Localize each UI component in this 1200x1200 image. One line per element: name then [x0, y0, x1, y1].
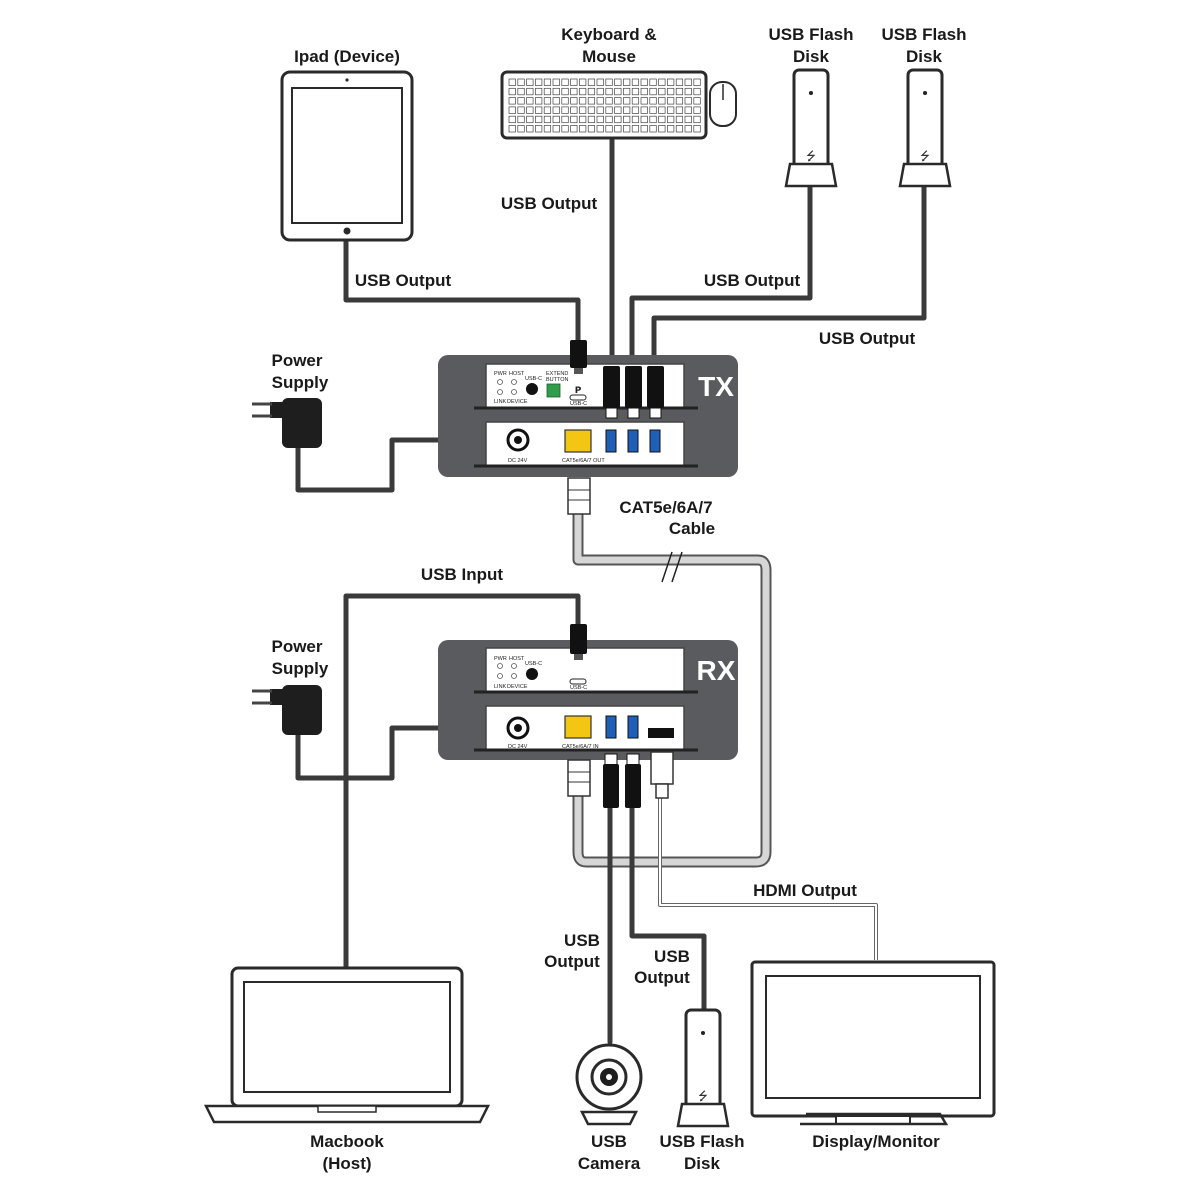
rx-host-button[interactable]: [526, 668, 538, 680]
macbook-label-line1: Macbook: [310, 1132, 384, 1151]
keyboard-mouse-device: [500, 70, 737, 140]
tx-rj45-port[interactable]: [564, 429, 592, 453]
tx-power-label-line2: Supply: [272, 373, 329, 392]
tx-host-label: HOST: [509, 371, 525, 377]
rx-device-label: DEVICE: [507, 684, 528, 690]
tx-usb-plug-2: [625, 366, 642, 408]
tx-usb-plug-1: [603, 366, 620, 408]
camera-label-line2: Camera: [578, 1154, 641, 1173]
flash3-usb-label-line1: USB: [654, 947, 690, 966]
flash1-label-line1: USB Flash: [768, 25, 853, 44]
tx-led-group: [497, 379, 517, 395]
rx-host-label: HOST: [509, 656, 525, 662]
ipad-label: Ipad (Device): [294, 47, 400, 66]
rx-usb-port-2[interactable]: [627, 715, 639, 739]
tx-link-label: LINK: [494, 399, 507, 405]
rx-power-label-line1: Power: [271, 637, 322, 656]
tx-usb-port-1[interactable]: [605, 429, 617, 453]
rx-usbc-port[interactable]: [569, 678, 587, 685]
svg-text:⭍: ⭍: [920, 149, 930, 163]
flash2-usb-cable: [651, 183, 927, 363]
usb-flash-disk-2: ⭍: [898, 68, 952, 188]
flash2-label-line2: Disk: [906, 47, 942, 66]
tx-usbc-plug: [570, 340, 587, 368]
camera-usb-label-line1: USB: [564, 931, 600, 950]
svg-text:P: P: [575, 386, 582, 396]
svg-text:⭍: ⭍: [698, 1089, 708, 1103]
tx-extend-label: EXTEND: [546, 371, 568, 377]
rx-link-label: LINK: [494, 684, 507, 690]
tx-power-cable: [295, 437, 503, 493]
macbook-label-line2: (Host): [322, 1154, 371, 1173]
tx-power-adapter: [252, 398, 322, 448]
rx-usb-plugs: [603, 753, 641, 808]
rx-usbc-plug: [570, 624, 587, 654]
flash2-usb-label: USB Output: [819, 329, 916, 348]
tx-dc-label: DC 24V: [508, 458, 528, 464]
tx-usbc-port[interactable]: [569, 394, 587, 401]
macbook-device: [203, 966, 491, 1124]
rx-hdmi-plug: [650, 751, 674, 799]
ipad-usb-cable: [343, 229, 581, 343]
rx-usb-port-1[interactable]: [605, 715, 617, 739]
tx-pwr-label: PWR: [494, 371, 507, 377]
flash2-label-line1: USB Flash: [881, 25, 966, 44]
rx-hdmi-port[interactable]: [648, 728, 674, 738]
monitor-label: Display/Monitor: [812, 1132, 940, 1151]
tx-usb-port-3[interactable]: [649, 429, 661, 453]
rx-dc-label: DC 24V: [508, 744, 528, 750]
flash1-label-line2: Disk: [793, 47, 829, 66]
cat-cable-label-line1: CAT5e/6A/7: [619, 498, 712, 517]
tx-cat-port-label: CAT5e/6A/7 OUT: [562, 458, 605, 464]
cat-cable: [572, 510, 772, 868]
tx-title: TX: [698, 371, 734, 402]
flash3-label-line1: USB Flash: [659, 1132, 744, 1151]
svg-text:⭍: ⭍: [806, 149, 816, 163]
keyboard-usb-label: USB Output: [501, 194, 598, 213]
tx-unit: PWR HOST LINK DEVICE USB-C EXTEND BUTTON…: [438, 340, 738, 477]
tx-button-label: BUTTON: [546, 377, 569, 383]
hdmi-cable: [658, 790, 878, 960]
tx-usbc-port-label: USB-C: [570, 401, 587, 407]
usb-input-cable: [343, 593, 581, 971]
hdmi-output-label: HDMI Output: [753, 881, 857, 900]
camera-label-line1: USB: [591, 1132, 627, 1151]
rx-usbc-port-label: USB-C: [570, 685, 587, 691]
flash3-usb-cable: [629, 802, 707, 1013]
usb-camera-device: [575, 1043, 643, 1126]
usb-flash-disk-1: ⭍: [784, 68, 838, 188]
ipad-device: [280, 70, 414, 242]
rx-pwr-label: PWR: [494, 656, 507, 662]
rx-power-label-line2: Supply: [272, 659, 329, 678]
usb-input-label: USB Input: [421, 565, 503, 584]
usb-flash-disk-3: ⭍: [676, 1008, 730, 1128]
tx-extend-terminal[interactable]: [546, 383, 561, 398]
flash1-usb-label: USB Output: [704, 271, 801, 290]
tx-rj45-plug: [567, 477, 591, 515]
rx-power-cable: [295, 725, 503, 781]
rx-rj45-port[interactable]: [564, 715, 592, 739]
tx-usb-plug-3: [647, 366, 664, 408]
rx-unit: PWR HOST LINK DEVICE USB-C USB-C DC 24V …: [438, 624, 738, 760]
rx-cat-port-label: CAT5e/6A/7 IN: [562, 744, 599, 750]
rx-rj45-plug: [567, 759, 591, 797]
tx-usbc-top-label: USB-C: [525, 376, 542, 382]
tx-device-label: DEVICE: [507, 399, 528, 405]
camera-usb-label-line2: Output: [544, 952, 600, 971]
cat-cable-label-line2: Cable: [669, 519, 715, 538]
tx-host-button[interactable]: [526, 383, 538, 395]
rx-usbc-top-label: USB-C: [525, 661, 542, 667]
keyboard-label-line1: Keyboard &: [561, 25, 656, 44]
tx-power-label-line1: Power: [271, 351, 322, 370]
keyboard-label-line2: Mouse: [582, 47, 636, 66]
ipad-usb-label: USB Output: [355, 271, 452, 290]
tx-usb-port-2[interactable]: [627, 429, 639, 453]
flash3-label-line2: Disk: [684, 1154, 720, 1173]
monitor-device: [750, 960, 996, 1126]
flash1-usb-cable: [629, 183, 813, 363]
flash3-usb-label-line2: Output: [634, 968, 690, 987]
rx-power-adapter: [252, 685, 322, 735]
rx-title: RX: [697, 655, 736, 686]
